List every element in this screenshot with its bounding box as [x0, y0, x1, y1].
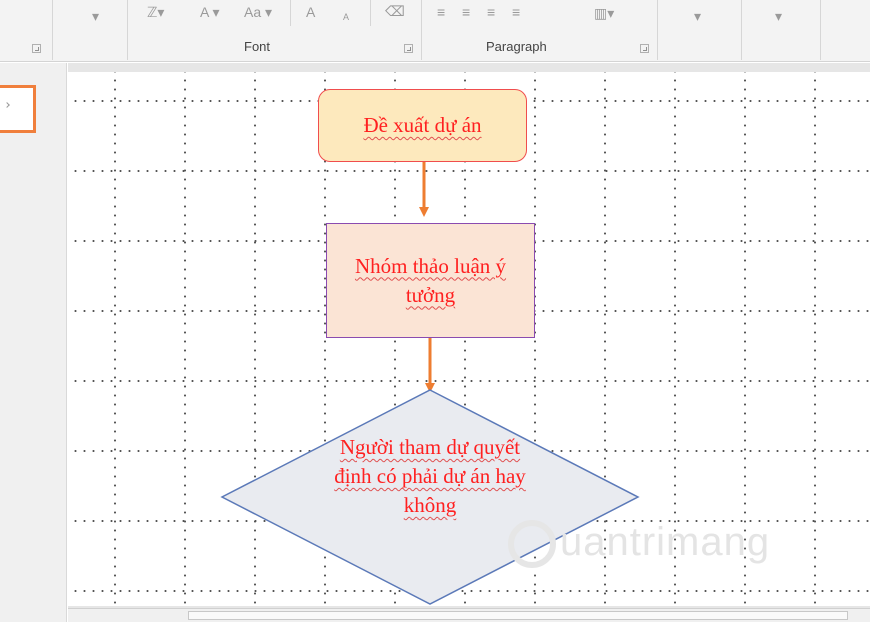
dialog-launcher-icon[interactable]	[32, 44, 41, 53]
shrink-font-icon[interactable]: A	[343, 12, 350, 22]
grow-font-icon[interactable]: A	[306, 4, 316, 20]
horizontal-scrollbar[interactable]	[68, 608, 870, 622]
font-group-label: Font	[244, 39, 271, 54]
clear-format-icon[interactable]: ⌫	[385, 3, 405, 19]
align-center-icon[interactable]: ≡	[462, 4, 471, 20]
font-color-icon: A	[200, 4, 209, 20]
dropdown-icon[interactable]: ▾	[92, 8, 100, 24]
group-separator	[657, 0, 658, 60]
dialog-launcher-icon[interactable]	[404, 44, 413, 53]
watermark-text: uantrimang	[560, 520, 771, 564]
watermark-logo-icon	[508, 520, 556, 569]
watermark: uantrimang	[508, 520, 771, 569]
dialog-launcher-icon[interactable]	[640, 44, 649, 53]
group-separator	[421, 0, 422, 60]
columns-icon[interactable]: ▥▾	[594, 5, 615, 21]
dropdown-icon[interactable]: ▾	[775, 8, 783, 24]
highlight-icon[interactable]: ℤ▾	[147, 4, 165, 20]
slide-workspace: Đề xuất dự án Nhóm thảo luận ý tưởng Ngư…	[68, 63, 870, 622]
process-node-text: Nhóm thảo luận ý tưởng	[354, 253, 507, 307]
change-case-icon: Aa	[244, 4, 262, 20]
ribbon: ▾ ℤ▾ A ▾ Aa ▾ A A ⌫ Font ≡ ≡ ≡ ≡ ▥▾ Para…	[0, 0, 870, 62]
selected-slide-thumbnail[interactable]	[0, 85, 36, 133]
group-separator	[741, 0, 742, 60]
align-left-icon[interactable]: ≡	[437, 4, 446, 20]
slide-thumbnail-pane[interactable]	[0, 63, 67, 622]
start-node[interactable]: Đề xuất dự án	[318, 89, 527, 162]
scrollbar-thumb[interactable]	[188, 611, 848, 620]
justify-icon[interactable]: ≡	[512, 4, 521, 20]
decision-node-text[interactable]: Người tham dự quyết định có phải dự án h…	[334, 435, 526, 517]
group-separator	[370, 0, 371, 26]
group-separator	[820, 0, 821, 60]
slide-canvas[interactable]: Đề xuất dự án Nhóm thảo luận ý tưởng Ngư…	[68, 72, 870, 606]
paragraph-group-label: Paragraph	[486, 39, 547, 54]
font-color-button[interactable]: A ▾	[200, 4, 220, 20]
group-separator	[52, 0, 53, 60]
start-node-text: Đề xuất dự án	[363, 113, 482, 137]
align-right-icon[interactable]: ≡	[487, 4, 496, 20]
dropdown-icon[interactable]: ▾	[694, 8, 702, 24]
process-node[interactable]: Nhóm thảo luận ý tưởng	[326, 223, 535, 338]
group-separator	[290, 0, 291, 26]
change-case-button[interactable]: Aa ▾	[244, 4, 273, 20]
group-separator	[127, 0, 128, 60]
